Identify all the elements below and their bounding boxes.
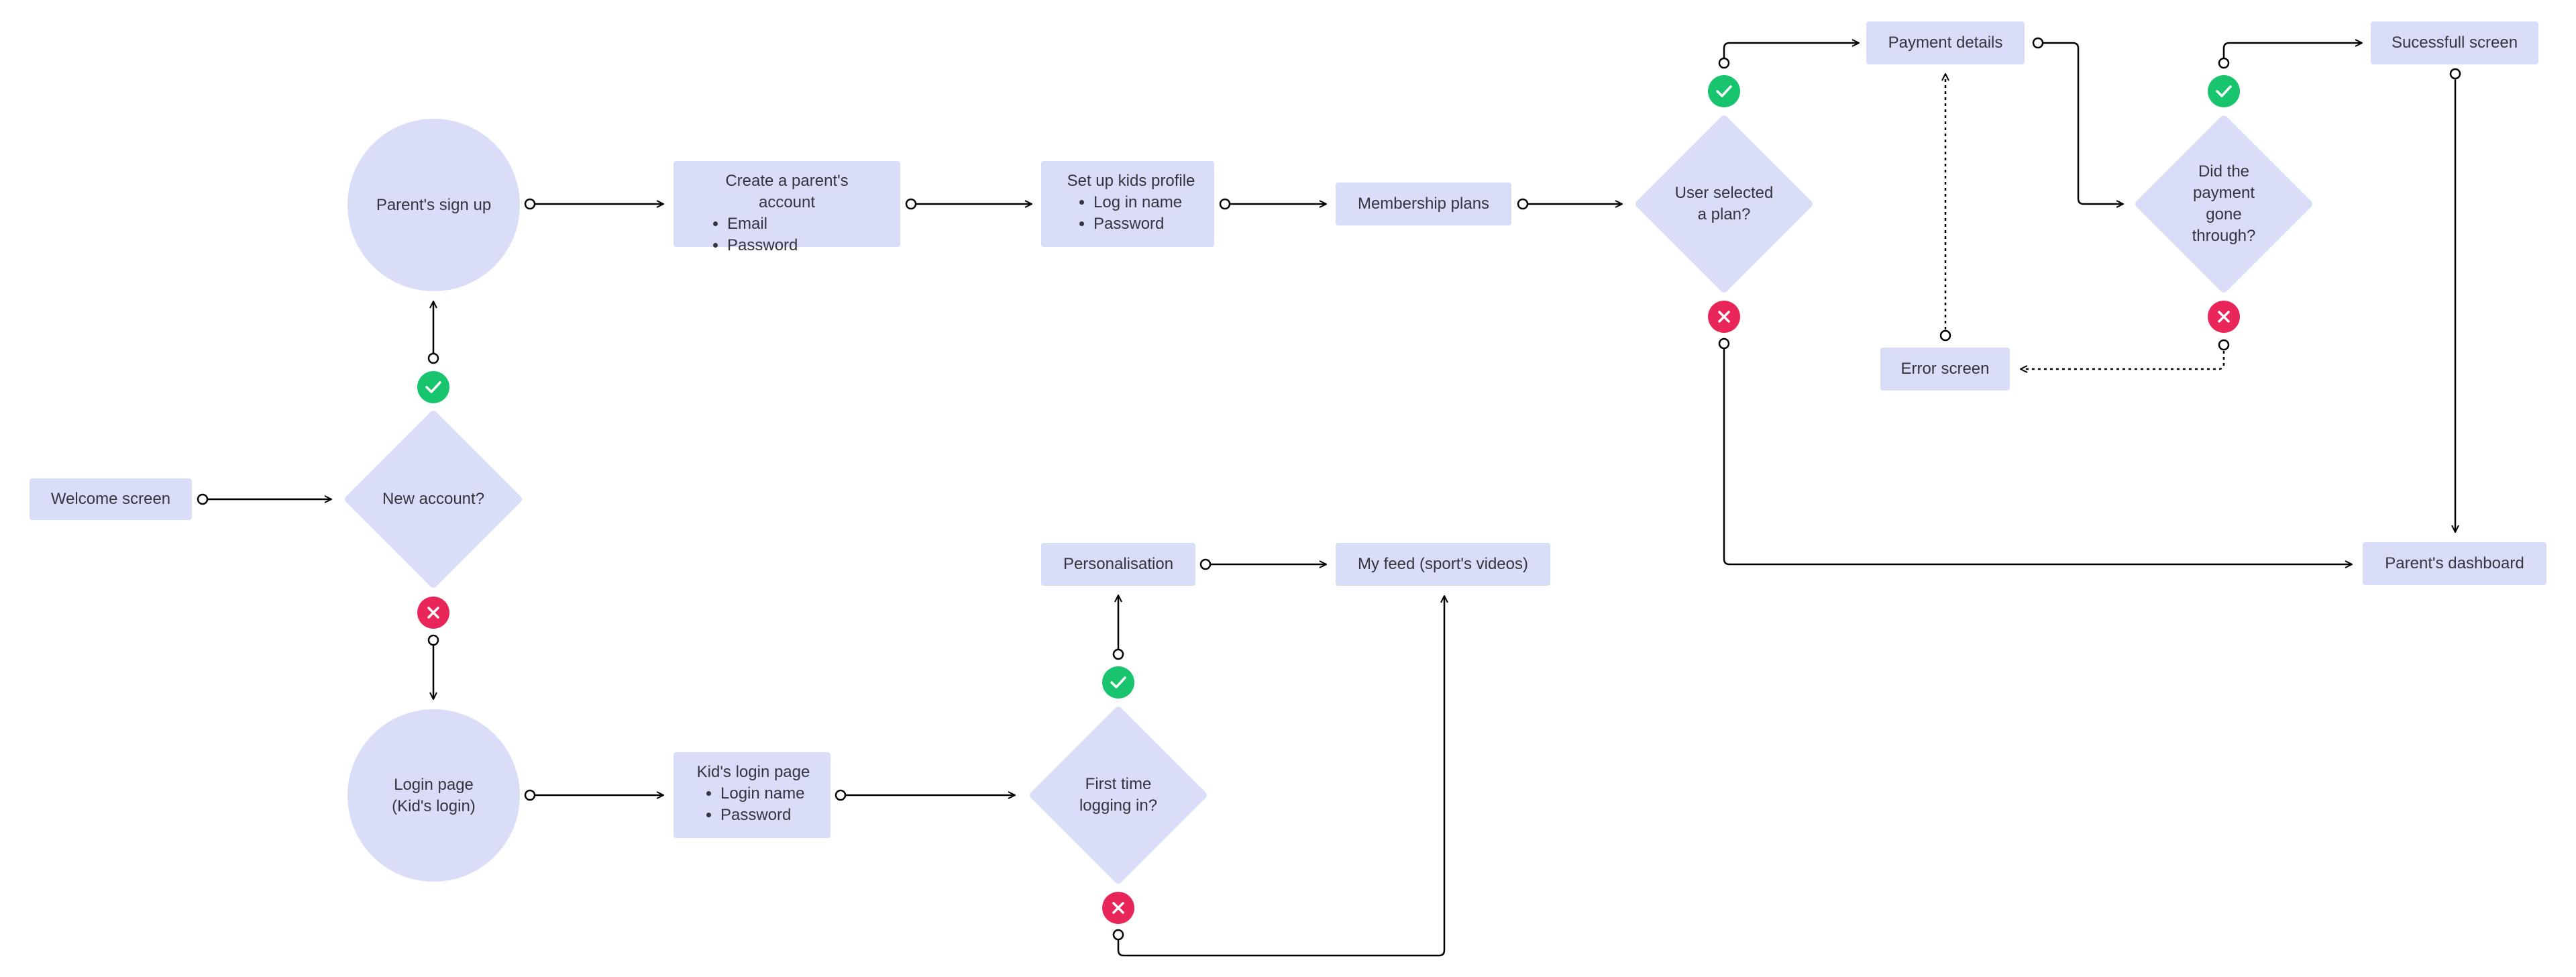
list-item: Log in name — [1093, 192, 1201, 213]
payment-details-node: Payment details — [1866, 21, 2025, 64]
connector-endpoint — [2218, 57, 2230, 69]
connector-endpoint — [1718, 338, 1730, 350]
connector-lines — [208, 42, 2455, 957]
no-cross-icon — [2208, 301, 2240, 333]
payment-through-decision: Did the payment gone through? — [2133, 113, 2314, 295]
connector-endpoint — [2449, 68, 2461, 80]
first-time-decision: First time logging in? — [1028, 705, 1209, 886]
kids-profile-list: Log in name Password — [1061, 192, 1201, 235]
personalisation-node: Personalisation — [1041, 543, 1195, 586]
connector-endpoint — [1112, 929, 1124, 941]
kids-profile-node: Set up kids profile Log in name Password — [1041, 161, 1214, 247]
check-icon — [1716, 85, 1732, 97]
cross-icon — [1718, 311, 1730, 323]
no-cross-icon — [1102, 892, 1134, 924]
connector-endpoint — [1199, 558, 1212, 570]
create-account-title: Create a parent's account — [725, 172, 849, 211]
parents-signup-node: Parent's sign up — [347, 119, 520, 291]
check-icon — [2216, 85, 2232, 97]
list-item: Password — [727, 235, 879, 256]
connector-endpoints — [197, 37, 2461, 941]
error-screen-node: Error screen — [1880, 348, 2010, 391]
no-cross-icon — [417, 597, 449, 629]
connector-endpoint — [905, 198, 917, 210]
connector-endpoint — [197, 493, 209, 505]
connector-payment-no-to-error — [2021, 345, 2225, 369]
connector-endpoint — [2218, 339, 2230, 351]
new-account-decision: New account? — [343, 409, 524, 590]
login-page-line-2: (Kid's login) — [392, 796, 476, 815]
connector-endpoint — [1517, 198, 1529, 210]
create-account-list: Email Password — [695, 213, 879, 256]
login-page-line-1: Login page — [394, 775, 474, 794]
login-page-node: Login page (Kid's login) — [347, 709, 520, 882]
connector-plan-yes-to-payment — [1723, 43, 1859, 63]
new-account-label: New account? — [382, 490, 485, 508]
connector-endpoint — [1112, 648, 1124, 660]
parents-dashboard-node: Parent's dashboard — [2363, 542, 2546, 585]
list-item: Password — [1093, 213, 1201, 235]
kids-login-title: Kid's login page — [696, 763, 810, 781]
cross-icon — [2218, 311, 2230, 323]
welcome-screen-node: Welcome screen — [30, 478, 192, 520]
connector-endpoint — [524, 789, 536, 801]
kids-login-list: Login name Password — [688, 783, 818, 826]
list-item: Login name — [720, 783, 818, 805]
plan-selected-label: User selected a plan? — [1674, 184, 1774, 223]
connector-first-time-no-to-feed — [1117, 596, 1444, 957]
plan-selected-decision: User selected a plan? — [1633, 113, 1815, 295]
payment-through-label: Did the payment gone through? — [2192, 162, 2256, 245]
membership-plans-node: Membership plans — [1336, 183, 1511, 225]
connector-endpoint — [1939, 329, 1951, 342]
list-item: Email — [727, 213, 879, 235]
list-item: Password — [720, 805, 818, 826]
my-feed-node: My feed (sport's videos) — [1336, 543, 1550, 586]
yes-check-icon — [2208, 75, 2240, 107]
connector-endpoint — [1718, 57, 1730, 69]
connector-plan-no-to-dashboard — [1723, 344, 2352, 564]
create-account-node: Create a parent's account Email Password — [674, 161, 900, 254]
connector-endpoint — [1219, 198, 1231, 210]
yes-check-icon — [1708, 75, 1740, 107]
successful-screen-node: Sucessfull screen — [2371, 21, 2538, 64]
dashed-connector-lines — [1945, 74, 2225, 369]
check-icon — [1110, 676, 1126, 688]
connector-endpoint — [427, 634, 439, 646]
cross-icon — [427, 607, 439, 619]
check-icon — [425, 381, 441, 393]
yes-check-icon — [417, 371, 449, 403]
connector-endpoint — [427, 352, 439, 364]
yes-check-icon — [1102, 666, 1134, 699]
connector-payment-to-decision — [2041, 42, 2123, 204]
kids-profile-title: Set up kids profile — [1067, 172, 1195, 190]
connector-endpoint — [835, 789, 847, 801]
no-cross-icon — [1708, 301, 1740, 333]
connector-endpoint — [524, 198, 536, 210]
first-time-label: First time logging in? — [1079, 775, 1158, 815]
connector-payment-yes-to-success — [2222, 43, 2362, 63]
cross-icon — [1112, 902, 1124, 914]
connector-endpoint — [2032, 37, 2044, 49]
kids-login-node: Kid's login page Login name Password — [674, 752, 830, 838]
